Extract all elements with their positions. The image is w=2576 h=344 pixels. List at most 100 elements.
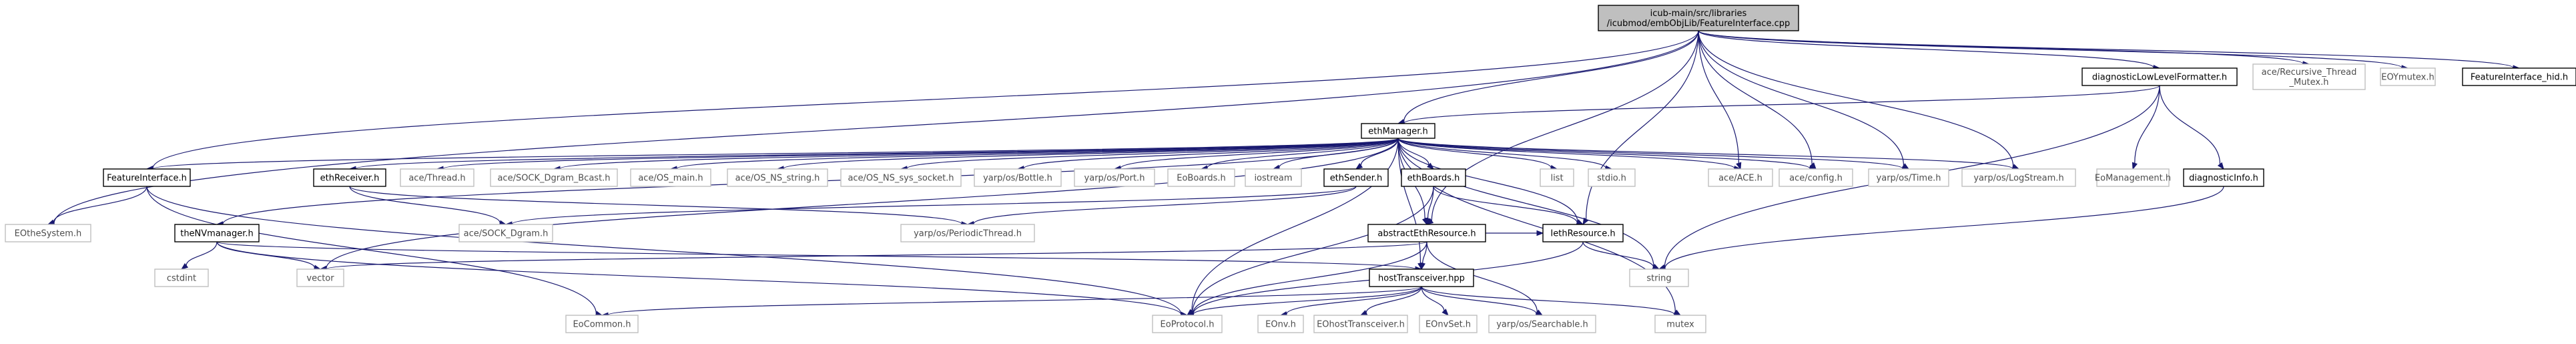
node-sockdgram: ace/SOCK_Dgram.h [458,224,553,242]
node-box [974,168,1062,187]
node-label: _Mutex.h [2289,77,2329,88]
node-box [400,168,474,187]
node-fihid[interactable]: FeatureInterface_hid.h [2462,67,2576,86]
node-label: ethManager.h [1368,127,1428,137]
edge-root-to-aceace [1698,30,1742,170]
node-bottle: yarp/os/Bottle.h [974,168,1062,187]
node-arm: ace/Recursive_Thread_Mutex.h [2252,63,2366,90]
node-box [2096,168,2170,187]
node-box [1361,123,1435,139]
node-box [490,168,618,187]
node-label: EOnv.h [1265,320,1296,330]
node-label: EoBoards.h [1177,174,1226,184]
node-box [1961,168,2076,187]
edge-root-to-ethman [1397,30,1699,125]
node-box [1868,168,1949,187]
node-eoboards: EoBoards.h [1167,168,1235,187]
node-label: vector [306,274,334,284]
node-stdio: stdio.h [1588,168,1636,187]
node-box [1542,224,1624,242]
node-label: EOYmutex.h [2381,73,2435,83]
node-label: /icubmod/embObjLib/FeatureInterface.cpp [1607,19,1791,29]
node-eomgmt: EoManagement.h [2095,168,2171,187]
node-box [1708,168,1773,187]
node-box [313,168,386,187]
edge-host-to-searchable [1421,286,1544,317]
node-box [1419,315,1478,333]
node-label: EoManagement.h [2095,174,2171,184]
node-label: icub-main/src/libraries [1650,9,1747,19]
edge-fih-to-eotheSystem [47,186,147,225]
node-logstream: yarp/os/LogStream.h [1961,168,2076,187]
edge-ethsender-to-sockdgram [505,186,1357,227]
node-eocommon: EoCommon.h [565,315,639,333]
edge-ethman-to-logstream [1397,138,2020,172]
node-label: EoCommon.h [573,320,631,330]
node-aceace: ace/ACE.h [1708,168,1773,187]
edge-root-to-fih [145,30,1699,172]
edge-dllf-to-diaginfo [2159,85,2224,170]
node-label: yarp/os/Port.h [1084,174,1145,184]
edge-ethsender-to-periodic [966,186,1357,227]
node-ethboards[interactable]: ethBoards.h [1401,168,1466,187]
node-label: FeatureInterface_hid.h [2471,73,2568,83]
node-label: EOnvSet.h [1425,320,1471,330]
node-box [1152,315,1223,333]
node-label: EoProtocol.h [1161,320,1215,330]
node-port: yarp/os/Port.h [1074,168,1155,187]
edge-host-to-eonvset [1421,286,1449,317]
edge-ethman-to-time [1397,138,1910,172]
node-label: abstractEthResource.h [1377,229,1476,239]
node-eonvset: EOnvSet.h [1419,315,1478,333]
node-eohost: EOhostTransceiver.h [1313,315,1408,333]
node-box [727,168,828,187]
node-label: IethResource.h [1550,229,1615,239]
node-label: stdio.h [1597,174,1626,184]
edge-root-to-abstract [1425,30,1699,225]
node-label: yarp/os/Bottle.h [983,174,1052,184]
node-fih[interactable]: FeatureInterface.h [103,168,191,187]
node-diaginfo[interactable]: diagnosticInfo.h [2183,168,2264,187]
node-box [1313,315,1408,333]
edge-ethman-to-host [1397,138,1423,271]
node-label: ace/OS_NS_string.h [735,174,820,184]
edge-ethman-to-string [1397,138,1660,270]
node-dllf[interactable]: diagnosticLowLevelFormatter.h [2081,67,2238,86]
node-osstring: ace/OS_NS_string.h [727,168,828,187]
node-label: ace/OS_NS_sys_socket.h [848,174,954,184]
dependency-edges [47,30,2521,318]
graph-nodes: icub-main/src/libraries/icubmod/embObjLi… [5,5,2576,333]
node-ethman[interactable]: ethManager.h [1361,123,1435,139]
node-thenv[interactable]: theNVmanager.h [174,224,260,242]
node-box [630,168,711,187]
node-ethrecv[interactable]: ethReceiver.h [313,168,386,187]
node-abstract[interactable]: abstractEthResource.h [1367,224,1486,242]
node-label: EOhostTransceiver.h [1317,320,1405,330]
node-acethread: ace/Thread.h [400,168,474,187]
node-eonv: EOnv.h [1257,315,1304,333]
node-label: hostTransceiver.hpp [1378,274,1465,284]
node-box [1488,315,1596,333]
edge-iethres-to-string [1582,241,1660,270]
edge-ethman-to-bottle [1016,138,1399,172]
node-box [1369,269,1474,287]
node-label: diagnosticInfo.h [2189,174,2258,184]
node-label: ace/OS_main.h [638,174,703,184]
edge-root-to-aceconfig [1698,30,1817,170]
edge-thenv-to-cstdint [180,241,218,270]
node-box [900,224,1035,242]
node-host[interactable]: hostTransceiver.hpp [1369,269,1474,287]
node-label: diagnosticLowLevelFormatter.h [2092,73,2227,83]
node-iethres[interactable]: IethResource.h [1542,224,1624,242]
node-label: EOtheSystem.h [15,229,82,239]
node-box [2380,67,2436,86]
node-box [458,224,553,242]
node-ethsender[interactable]: ethSender.h [1323,168,1389,187]
node-box [565,315,639,333]
node-root[interactable]: icub-main/src/libraries/icubmod/embObjLi… [1598,5,1799,31]
node-box [5,224,91,242]
edge-dllf-to-eomgmt [2132,85,2160,170]
node-label: yarp/os/Searchable.h [1496,320,1588,330]
node-box [2252,63,2366,90]
